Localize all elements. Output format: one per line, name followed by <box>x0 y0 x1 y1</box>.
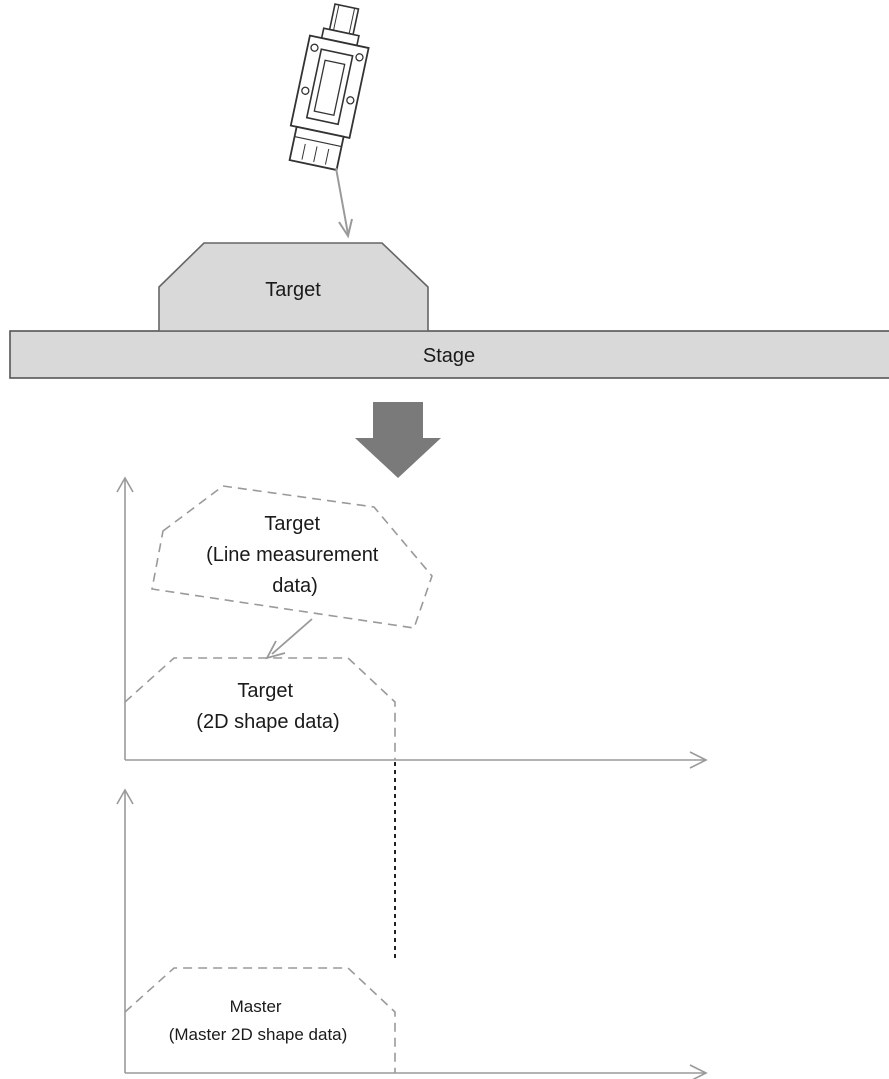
laser-beam-arrow <box>335 167 353 239</box>
target-label: Target <box>265 279 321 301</box>
line-measurement-shape <box>151 485 433 629</box>
down-arrow-icon <box>355 402 441 478</box>
upper-graph: Target (Line measurement data) Target (2… <box>116 476 708 769</box>
target-object: Target <box>158 242 429 332</box>
shape-target-label: Target (2D shape data) <box>196 680 339 733</box>
master-label: Master (Master 2D shape data) <box>169 997 348 1044</box>
sensor-head-icon <box>288 3 370 172</box>
shape-2d-outline <box>124 657 396 760</box>
correction-arrow <box>265 618 313 660</box>
line-target-label: Target (Line measurement data) <box>206 513 384 597</box>
lower-graph: Master (Master 2D shape data) <box>116 788 708 1079</box>
stage: Stage <box>9 330 889 379</box>
stage-label: Stage <box>423 345 475 367</box>
master-shape-outline <box>124 967 396 1073</box>
